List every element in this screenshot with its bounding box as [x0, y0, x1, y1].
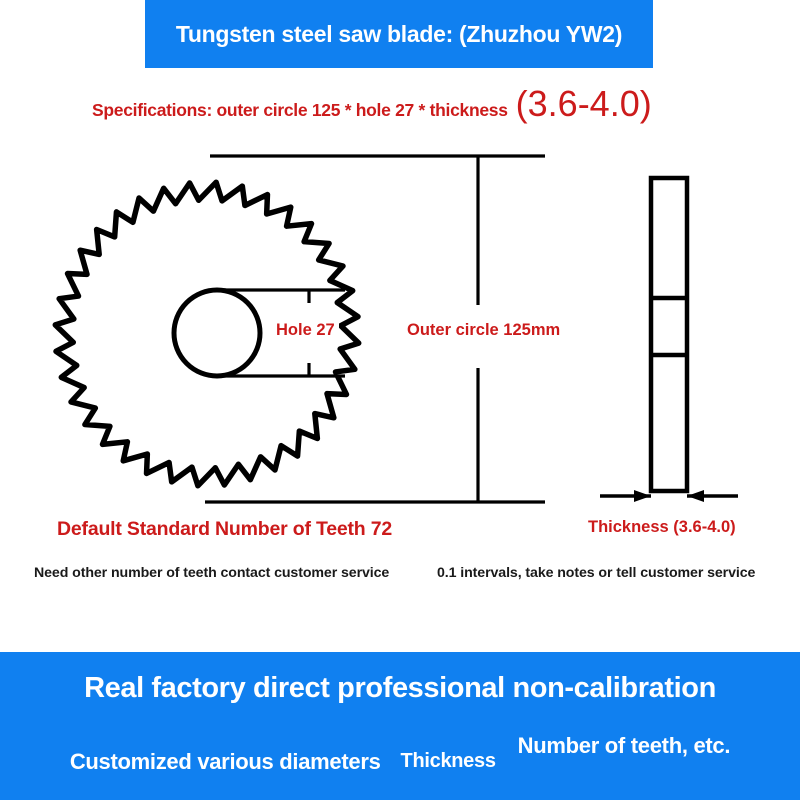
promo-features-row: Customized various diameters Thickness N…	[0, 733, 800, 775]
thickness-dimension	[600, 490, 738, 502]
teeth-count-caption: Default Standard Number of Teeth 72	[57, 518, 393, 540]
promo-feature-thickness: Thickness	[400, 750, 496, 772]
promo-headline: Real factory direct professional non-cal…	[84, 672, 716, 704]
saw-blade-teeth-profile	[52, 179, 362, 489]
promo-feature-diameters: Customized various diameters	[69, 749, 381, 774]
saw-blade-edge-view	[648, 175, 690, 494]
specification-thickness-value: (3.6-4.0)	[515, 83, 652, 124]
product-title-banner: Tungsten steel saw blade: (Zhuzhou YW2)	[145, 0, 653, 68]
thickness-note: 0.1 intervals, take notes or tell custom…	[437, 565, 756, 581]
specification-text: Specifications: outer circle 125 * hole …	[92, 100, 508, 120]
promo-banner: Real factory direct professional non-cal…	[0, 652, 800, 800]
thickness-right-arrowhead	[687, 490, 704, 502]
product-title: Tungsten steel saw blade: (Zhuzhou YW2)	[175, 20, 623, 47]
center-hole	[171, 287, 263, 379]
thickness-caption: Thickness (3.6-4.0)	[588, 518, 736, 536]
promo-feature-teeth: Number of teeth, etc.	[517, 733, 731, 758]
thickness-left-arrowhead	[634, 490, 651, 502]
outer-circle-dimension	[205, 154, 545, 504]
teeth-count-note: Need other number of teeth contact custo…	[34, 565, 390, 581]
outer-circle-dimension-label: Outer circle 125mm	[402, 320, 566, 341]
hole-dimension	[217, 288, 345, 378]
edge-view-body	[648, 175, 690, 494]
specification-line: Specifications: outer circle 125 * hole …	[92, 86, 712, 132]
hole-dimension-label: Hole 27	[272, 320, 339, 341]
